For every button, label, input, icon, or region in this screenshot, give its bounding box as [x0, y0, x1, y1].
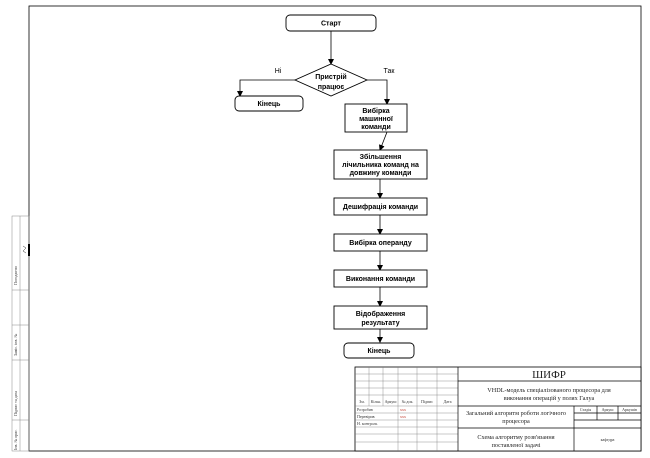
node-execute: Виконання команди — [333, 269, 428, 288]
tb-doc-title-2: процесора — [502, 418, 530, 425]
title-block: Зм. Кільк. Аркуш № док. Підпис Дата Розр… — [354, 366, 642, 452]
node-fetch-operand: Вибірка операнду — [333, 233, 428, 252]
tb-header-change: Зм. — [359, 399, 365, 404]
connectors — [237, 30, 390, 343]
tb-role-developer: Розробив — [357, 407, 373, 412]
side-label-replace-inv: Заміс. інв. № — [13, 334, 18, 356]
increment-label-2: лічильника команд на — [342, 161, 419, 169]
tb-sheet-title-1: Схема алгоритму розв'язання — [477, 434, 554, 441]
signature-mark — [22, 245, 27, 254]
display-label-1: Відображення — [356, 310, 406, 318]
end-label: Кінець — [368, 347, 392, 355]
display-label-2: результату — [361, 320, 399, 327]
tb-sheet-title-2: поставленої задачі — [492, 442, 541, 449]
node-end: Кінець — [343, 342, 415, 359]
node-end-left: Кінець — [234, 95, 304, 112]
decision-label-1: Пристрій — [315, 73, 346, 81]
tb-title-1: VHDL-модель спеціалізованого процесора д… — [487, 387, 611, 394]
node-decision: Пристрій працює — [293, 63, 369, 97]
start-label: Старт — [321, 21, 342, 28]
tb-signature-developer: ххх — [400, 407, 406, 412]
decision-label-2: працює — [318, 84, 345, 91]
node-fetch-instruction: Вибірка машинної команди — [344, 103, 408, 133]
fetch-label-3: команди — [361, 124, 391, 131]
side-stamp: Погоджено Інв. № ориг. Підпис та дата За… — [11, 215, 30, 452]
tb-col-sheets: Аркушів — [622, 407, 637, 412]
side-label-inv-orig: Інв. № ориг. — [13, 429, 18, 450]
tb-role-ncontrol: Н. контроль — [357, 421, 378, 426]
tb-col-sheet: Аркуш — [602, 407, 614, 412]
node-increment-counter: Збільшення лічильника команд на довжину … — [333, 149, 428, 180]
tb-col-stage: Стадія — [580, 407, 591, 412]
operand-label: Вибірка операнду — [349, 239, 412, 247]
node-display-result: Відображення результату — [333, 305, 428, 330]
node-start: Старт — [285, 14, 377, 32]
tb-header-docno: № док. — [402, 399, 414, 404]
tb-department: кафедра — [601, 437, 615, 442]
decode-label: Дешифрація команди — [343, 203, 418, 211]
tb-header-qty: Кільк. — [371, 399, 382, 404]
tb-code: ШИФР — [532, 369, 566, 381]
increment-label-1: Збільшення — [360, 153, 402, 161]
tb-doc-title-1: Загальний алгоритм роботи логічного — [466, 410, 566, 417]
end-left-label: Кінець — [258, 100, 282, 108]
tb-signature-checker: ххх — [400, 414, 406, 419]
node-decode: Дешифрація команди — [333, 197, 428, 216]
decision-no-label: Ні — [275, 67, 282, 75]
decision-yes-label: Так — [384, 68, 396, 75]
increment-label-3: довжину команди — [350, 170, 412, 177]
execute-label: Виконання команди — [346, 276, 415, 283]
tb-header-sign: Підпис — [421, 399, 433, 404]
tb-title-2: виконання операцій у полях Галуа — [504, 395, 595, 402]
tb-role-checker: Перевірив — [357, 414, 375, 419]
tb-header-date: Дата — [444, 399, 452, 404]
side-label-sign-date: Підпис та дата — [13, 391, 18, 416]
fetch-label-1: Вибірка — [362, 107, 389, 115]
side-label-agreed: Погоджено — [13, 266, 18, 285]
tb-header-sheet: Аркуш — [385, 399, 397, 404]
fetch-label-2: машинної — [359, 116, 394, 123]
